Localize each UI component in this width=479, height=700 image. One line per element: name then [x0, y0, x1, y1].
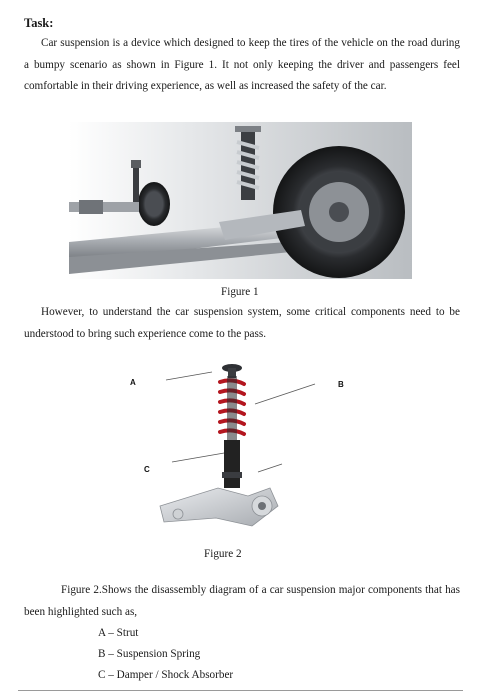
- callout-line-c: [171, 451, 231, 463]
- strut-body: [227, 376, 237, 440]
- label-c: C: [144, 465, 150, 474]
- component-item-b: B – Suspension Spring: [98, 648, 201, 660]
- component-item-c: C – Damper / Shock Absorber: [98, 669, 234, 681]
- figure-1-caption: Figure 1: [221, 286, 259, 298]
- understanding-paragraph: However, to understand the car suspensio…: [24, 306, 460, 340]
- figure-2-caption: Figure 2: [204, 548, 242, 560]
- figure-2-suspension-diagram: A B C: [130, 364, 344, 527]
- figure-1-suspension-photo: [69, 122, 412, 279]
- callout-line-a: [165, 371, 213, 381]
- callout-line-b: [254, 383, 316, 405]
- disassembly-paragraph: Figure 2.Shows the disassembly diagram o…: [24, 584, 460, 618]
- label-a: A: [130, 378, 136, 387]
- callout-line-lower: [257, 463, 283, 473]
- task-heading: Task:: [24, 16, 54, 30]
- damper-body: [224, 440, 240, 488]
- component-item-a: A – Strut: [98, 627, 139, 639]
- label-b: B: [338, 380, 344, 389]
- bottom-divider: [18, 690, 463, 691]
- control-arm: [159, 487, 279, 527]
- intro-paragraph: Car suspension is a device which designe…: [24, 37, 460, 92]
